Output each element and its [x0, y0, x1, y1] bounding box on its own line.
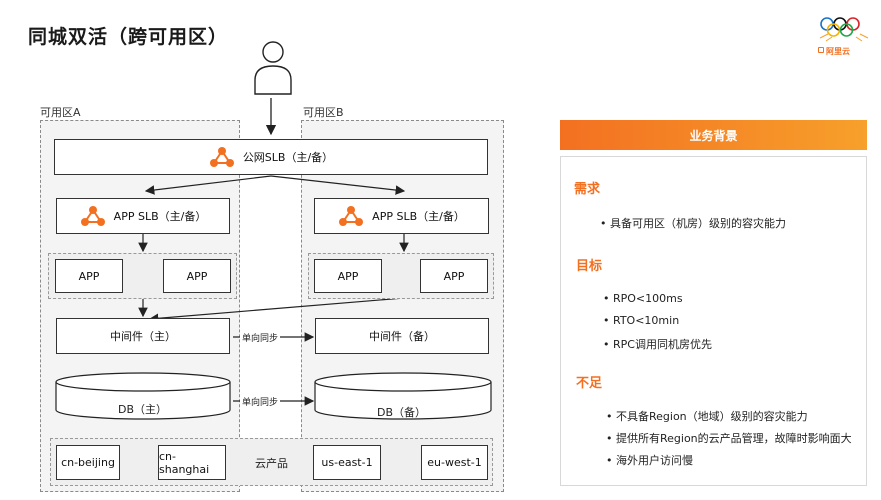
- app-slb-a-label: APP SLB（主/备）: [113, 210, 207, 223]
- db-backup-cylinder: [314, 372, 492, 420]
- olympic-rings-icon: [819, 17, 869, 42]
- user-icon: [254, 41, 292, 95]
- db-primary-cylinder: [55, 372, 231, 420]
- business-background-header: 业务背景: [560, 120, 867, 150]
- section-heading-goal: 目标: [576, 259, 603, 274]
- zone-a-label: 可用区A: [40, 106, 81, 119]
- slb-icon: [339, 206, 364, 226]
- aliyun-logo-icon: [818, 47, 824, 53]
- middleware-primary-box: 中间件（主）: [56, 318, 230, 354]
- zone-b: [301, 120, 504, 492]
- list-item: • RPO<100ms: [603, 292, 683, 305]
- middleware-sync-label: 单向同步: [240, 331, 281, 344]
- slb-icon: [80, 206, 105, 226]
- list-item: • RPC调用同机房优先: [603, 338, 712, 351]
- public-slb-to-slb-a-arrow: [144, 175, 272, 195]
- app-b2-box: APP: [420, 259, 488, 293]
- list-item: • 不具备Region（地域）级别的容灾能力: [606, 410, 808, 423]
- app-a1-box: APP: [55, 259, 123, 293]
- slb-icon: [209, 147, 234, 167]
- zone-b-label: 可用区B: [303, 106, 344, 119]
- business-background-panel: [560, 156, 867, 486]
- public-slb-label: 公网SLB（主/备）: [242, 151, 334, 164]
- list-item: • RTO<10min: [603, 314, 680, 327]
- page-title: 同城双活（跨可用区）: [28, 26, 229, 48]
- db-primary-label: DB（主）: [118, 403, 168, 416]
- cloud-products-group: [50, 438, 493, 486]
- app-slb-b-box: APP SLB（主/备）: [314, 198, 489, 234]
- list-item: • 具备可用区（机房）级别的容灾能力: [600, 217, 786, 230]
- public-slb-box: 公网SLB（主/备）: [54, 139, 488, 175]
- cloud-products-label: 云产品: [255, 457, 288, 470]
- diagram-connectors: [55, 98, 492, 420]
- olympic-logo: 阿里云: [818, 14, 870, 66]
- db-sync-label: 单向同步: [240, 395, 281, 408]
- region-cn-shanghai: cn-shanghai: [158, 445, 226, 480]
- region-us-east-1: us-east-1: [313, 445, 381, 480]
- section-heading-shortcoming: 不足: [576, 376, 603, 391]
- region-eu-west-1: eu-west-1: [421, 445, 488, 480]
- list-item: • 海外用户访问慢: [606, 454, 693, 467]
- middleware-backup-box: 中间件（备）: [315, 318, 489, 354]
- app-slb-b-label: APP SLB（主/备）: [372, 210, 465, 223]
- section-heading-requirement: 需求: [574, 182, 601, 197]
- db-backup-label: DB（备）: [377, 406, 427, 419]
- app-a2-box: APP: [163, 259, 231, 293]
- zone-a: [40, 120, 240, 492]
- apps-b-to-middleware-arrow: [148, 297, 405, 324]
- public-slb-to-slb-b-arrow: [270, 175, 406, 195]
- region-cn-beijing: cn-beijing: [56, 445, 120, 480]
- app-slb-a-box: APP SLB（主/备）: [56, 198, 230, 234]
- app-b1-box: APP: [314, 259, 382, 293]
- aliyun-logo-text: 阿里云: [826, 47, 850, 56]
- list-item: • 提供所有Region的云产品管理，故障时影响面大: [606, 432, 852, 445]
